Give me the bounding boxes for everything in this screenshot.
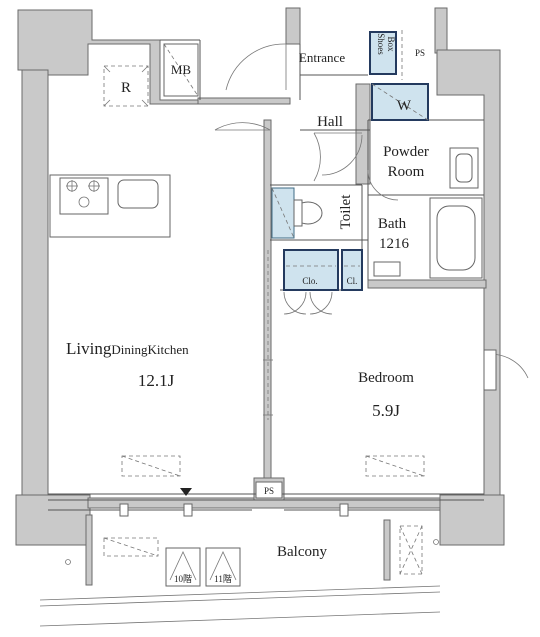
ps-top-label: PS [415,48,425,58]
balcony: Balcony 10階 11階 [39,514,441,627]
powder-room-label-2: Room [388,164,425,180]
bedroom-label: Bedroom [358,370,414,386]
structural-walls [15,7,505,546]
shoes-box-label-2: Box [386,36,396,52]
balcony-windows [48,488,440,517]
entrance-label: Entrance [299,50,345,65]
wardrobe: W [371,83,429,121]
evacuation-hatch-11: 11階 [205,547,241,587]
ps-bottom: PS [255,481,283,499]
powder-room-label-1: Powder [383,144,429,160]
ldk-label-dining-kitchen: DiningKitchen [111,342,189,357]
ldk-size: 12.1J [138,371,175,390]
bathroom: Bath 1216 [373,197,483,279]
meter-box: MB [163,43,199,97]
down-arrow-icon [180,488,192,496]
ldk-label-living: Living [66,339,112,358]
ldk-label: LivingDiningKitchen [66,339,189,358]
evacuation-hatch-10: 10階 [165,547,201,587]
balcony-label: Balcony [277,544,327,560]
shoes-box-label-1: Shoes [376,33,386,55]
closet-small-label: Cl. [347,276,358,286]
bedroom-size: 5.9J [372,401,400,420]
mb-label: MB [171,62,192,77]
hall-label: Hall [317,114,343,130]
powder-room: Powder Room [383,144,479,189]
bedroom: Bedroom 5.9J [358,370,425,477]
closets: Clo. Cl. [283,249,363,291]
bath-label-2: 1216 [379,236,410,252]
refrigerator-label: R [121,80,131,96]
hatch-10-label: 10階 [174,574,192,584]
wardrobe-label: W [397,98,412,114]
entrance-area: Entrance Shoes Box PS [299,30,425,80]
doors [214,43,529,391]
stove-icon [66,180,100,208]
toilet-label: Toilet [338,194,354,230]
closet-label: Clo. [302,276,317,286]
living-dining-kitchen: LivingDiningKitchen 12.1J [66,339,189,477]
kitchen-counter [49,174,171,238]
hatch-11-label: 11階 [214,574,232,584]
bath-label-1: Bath [378,216,407,232]
ps-bottom-label: PS [264,486,274,496]
toilet-room: Toilet [271,187,354,239]
refrigerator-space: R [103,65,149,107]
